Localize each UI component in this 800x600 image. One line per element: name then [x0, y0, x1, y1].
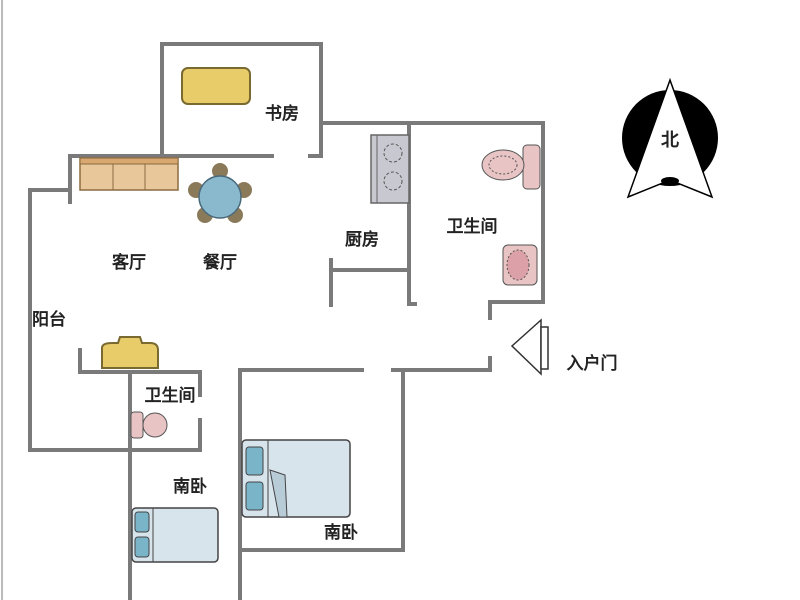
sofa	[79, 157, 179, 191]
room-label-bathroom-small: 卫生间	[145, 385, 196, 406]
room-label-living-room: 客厅	[111, 252, 146, 273]
entrance-label: 入户门	[567, 353, 618, 374]
toilet-small	[130, 411, 168, 439]
bed-large	[241, 439, 351, 518]
stove	[370, 134, 410, 204]
balcony-seat	[101, 336, 159, 369]
room-label-balcony: 阳台	[32, 309, 66, 330]
room-label-study: 书房	[265, 103, 299, 124]
toilet-main	[481, 144, 541, 190]
room-label-south-bedroom-1: 南卧	[173, 476, 207, 497]
compass-north-icon: 北	[622, 77, 718, 199]
room-label-dining-room: 餐厅	[203, 252, 237, 273]
dining-table	[188, 163, 252, 223]
sink	[502, 244, 538, 286]
room-label-bathroom-main: 卫生间	[447, 216, 498, 237]
compass-label: 北	[661, 130, 679, 151]
study-desk	[181, 67, 251, 105]
room-label-south-bedroom-2: 南卧	[324, 522, 358, 543]
entrance-door-icon	[510, 318, 549, 376]
room-label-kitchen: 厨房	[345, 229, 379, 250]
bed-small	[131, 507, 219, 563]
